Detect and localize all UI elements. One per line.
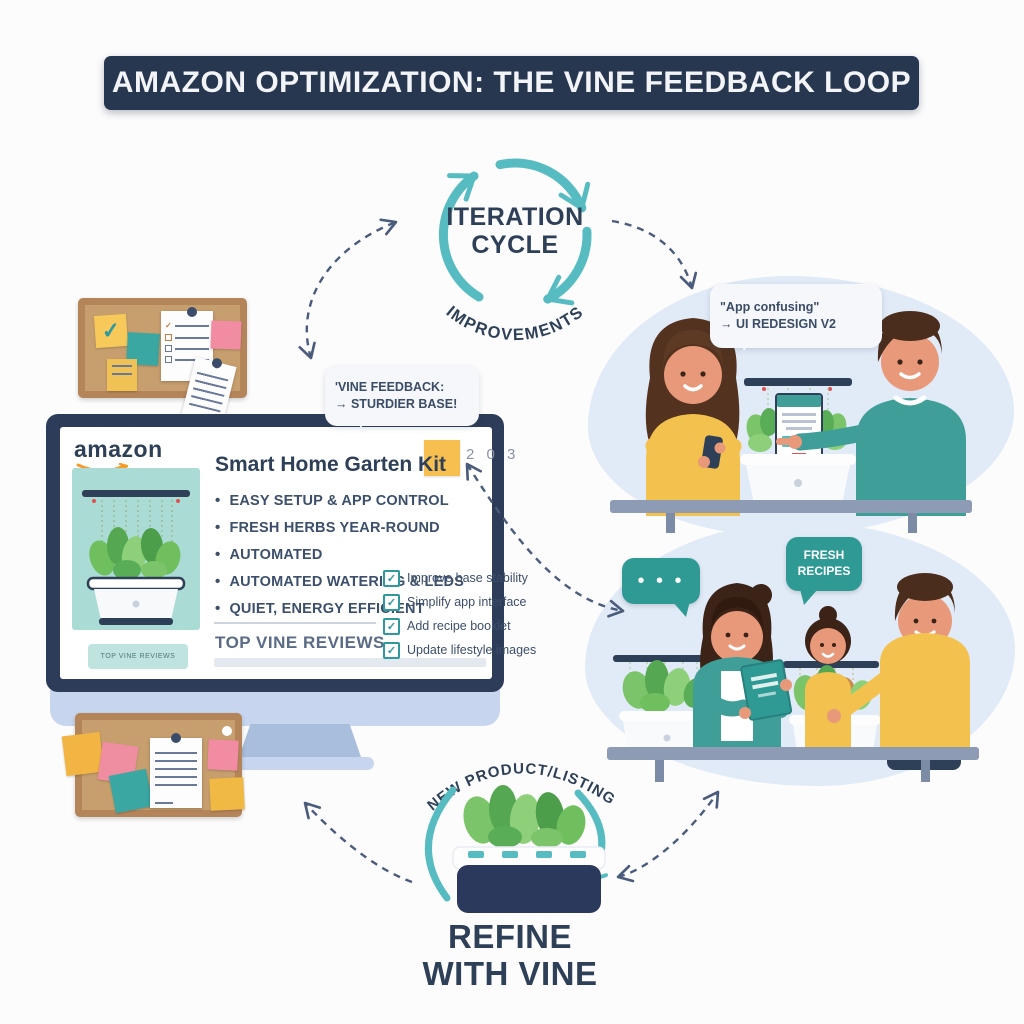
product-image — [72, 468, 200, 630]
top-vine-reviews-heading: TOP VINE REVIEWS — [215, 633, 385, 652]
bullet-item: •QUIET, ENERGY EFFICIENT — [215, 600, 425, 617]
monitor-stand-base — [226, 757, 374, 770]
table — [607, 747, 979, 782]
table — [610, 500, 972, 533]
refine-with-vine-label: REFINE WITH VINE — [422, 918, 598, 993]
bubble-tail — [738, 335, 756, 351]
pin-icon — [187, 307, 197, 317]
recipe-book — [740, 659, 793, 721]
vine-feedback-bubble: 'VINE FEEDBACK: → STURDIER BASE! — [325, 366, 479, 426]
sticky-note-on-screen — [424, 440, 460, 476]
checkbox-checked-icon: ✓ — [383, 617, 400, 635]
man-pointing — [776, 311, 966, 516]
scene-couple-with-garden-kit — [610, 311, 972, 533]
title-banner: AMAZON OPTIMIZATION: THE VINE FEEDBACK L… — [104, 56, 919, 110]
image-caption-button: TOP VINE REVIEWS — [88, 644, 188, 669]
sticky-note-yellow — [209, 777, 245, 811]
product-title: Smart Home Garten Kit — [215, 453, 447, 476]
pin-icon — [210, 357, 224, 370]
sticky-note-lined — [107, 359, 137, 391]
app-screen — [775, 393, 823, 463]
bullet-item: •AUTOMATED WATERING & LEDS — [215, 573, 465, 590]
monitor-stand — [238, 724, 362, 760]
scene-family-with-garden-kits — [607, 573, 979, 782]
bullet-item: •AUTOMATED — [215, 546, 323, 563]
father — [827, 573, 970, 770]
plants — [89, 527, 181, 580]
svg-text:IMPROVEMENTS: IMPROVEMENTS — [443, 303, 588, 344]
sticky-note-teal — [108, 768, 154, 814]
checklist-item: ✓ Update lifestyle images — [383, 638, 536, 662]
fresh-recipes-bubble: FRESH RECIPES — [786, 537, 862, 591]
typing-dots-bubble: • • • — [622, 558, 700, 604]
pin-icon — [222, 726, 232, 736]
arrow-monitor-to-cycle — [298, 218, 398, 360]
sticky-note-pink — [207, 739, 239, 771]
checklist-item: ✓ Improve base stability — [383, 566, 536, 590]
checklist-item: ✓ Simplify app interface — [383, 590, 536, 614]
feature-bullet-list: •EASY SETUP & APP CONTROL •FRESH HERBS Y… — [215, 492, 464, 627]
pin-icon — [171, 733, 181, 743]
bubble-tail — [800, 589, 818, 605]
bullet-item: •EASY SETUP & APP CONTROL — [215, 492, 449, 509]
sticky-note-pink — [210, 320, 242, 350]
divider — [214, 622, 376, 624]
new-product-garden-kit — [452, 785, 606, 913]
iteration-cycle-diagram: IMPROVEMENTS — [438, 158, 592, 344]
bubble-tail — [352, 413, 370, 428]
bullet-item: •FRESH HERBS YEAR-ROUND — [215, 519, 440, 536]
checkbox-checked-icon: ✓ — [383, 641, 400, 659]
bubble-tail — [672, 601, 690, 617]
new-product-cycle: NEW PRODUCT/LISTING — [424, 760, 618, 913]
pointing-finger — [776, 438, 794, 445]
improvements-label: IMPROVEMENTS — [443, 303, 586, 344]
cycle-arrows-icon — [438, 158, 592, 306]
woman-with-phone — [645, 318, 742, 516]
sticky-number: 2 0 3 — [466, 446, 520, 463]
pinned-note-paper — [150, 733, 202, 808]
sticky-note-check: ✓ — [93, 313, 129, 349]
corkboard-top-left: ✓ ✓ — [78, 298, 247, 434]
improvement-checklist: ✓ Improve base stability ✓ Simplify app … — [383, 566, 536, 662]
checklist-item: ✓ Add recipe booklet — [383, 614, 536, 638]
page-title: AMAZON OPTIMIZATION: THE VINE FEEDBACK L… — [111, 66, 912, 99]
corkboard-bottom-left — [61, 713, 245, 817]
daughter — [805, 606, 851, 758]
iteration-cycle-label: ITERATION CYCLE — [446, 203, 584, 259]
app-confusing-bubble: "App confusing" → UI REDESIGN V2 — [710, 284, 882, 348]
garden-kit-illustration — [82, 490, 190, 625]
checkbox-checked-icon: ✓ — [383, 569, 400, 587]
mother-with-recipe-book — [693, 583, 793, 758]
reviews-placeholder-bar — [214, 658, 486, 667]
checkbox-checked-icon: ✓ — [383, 593, 400, 611]
